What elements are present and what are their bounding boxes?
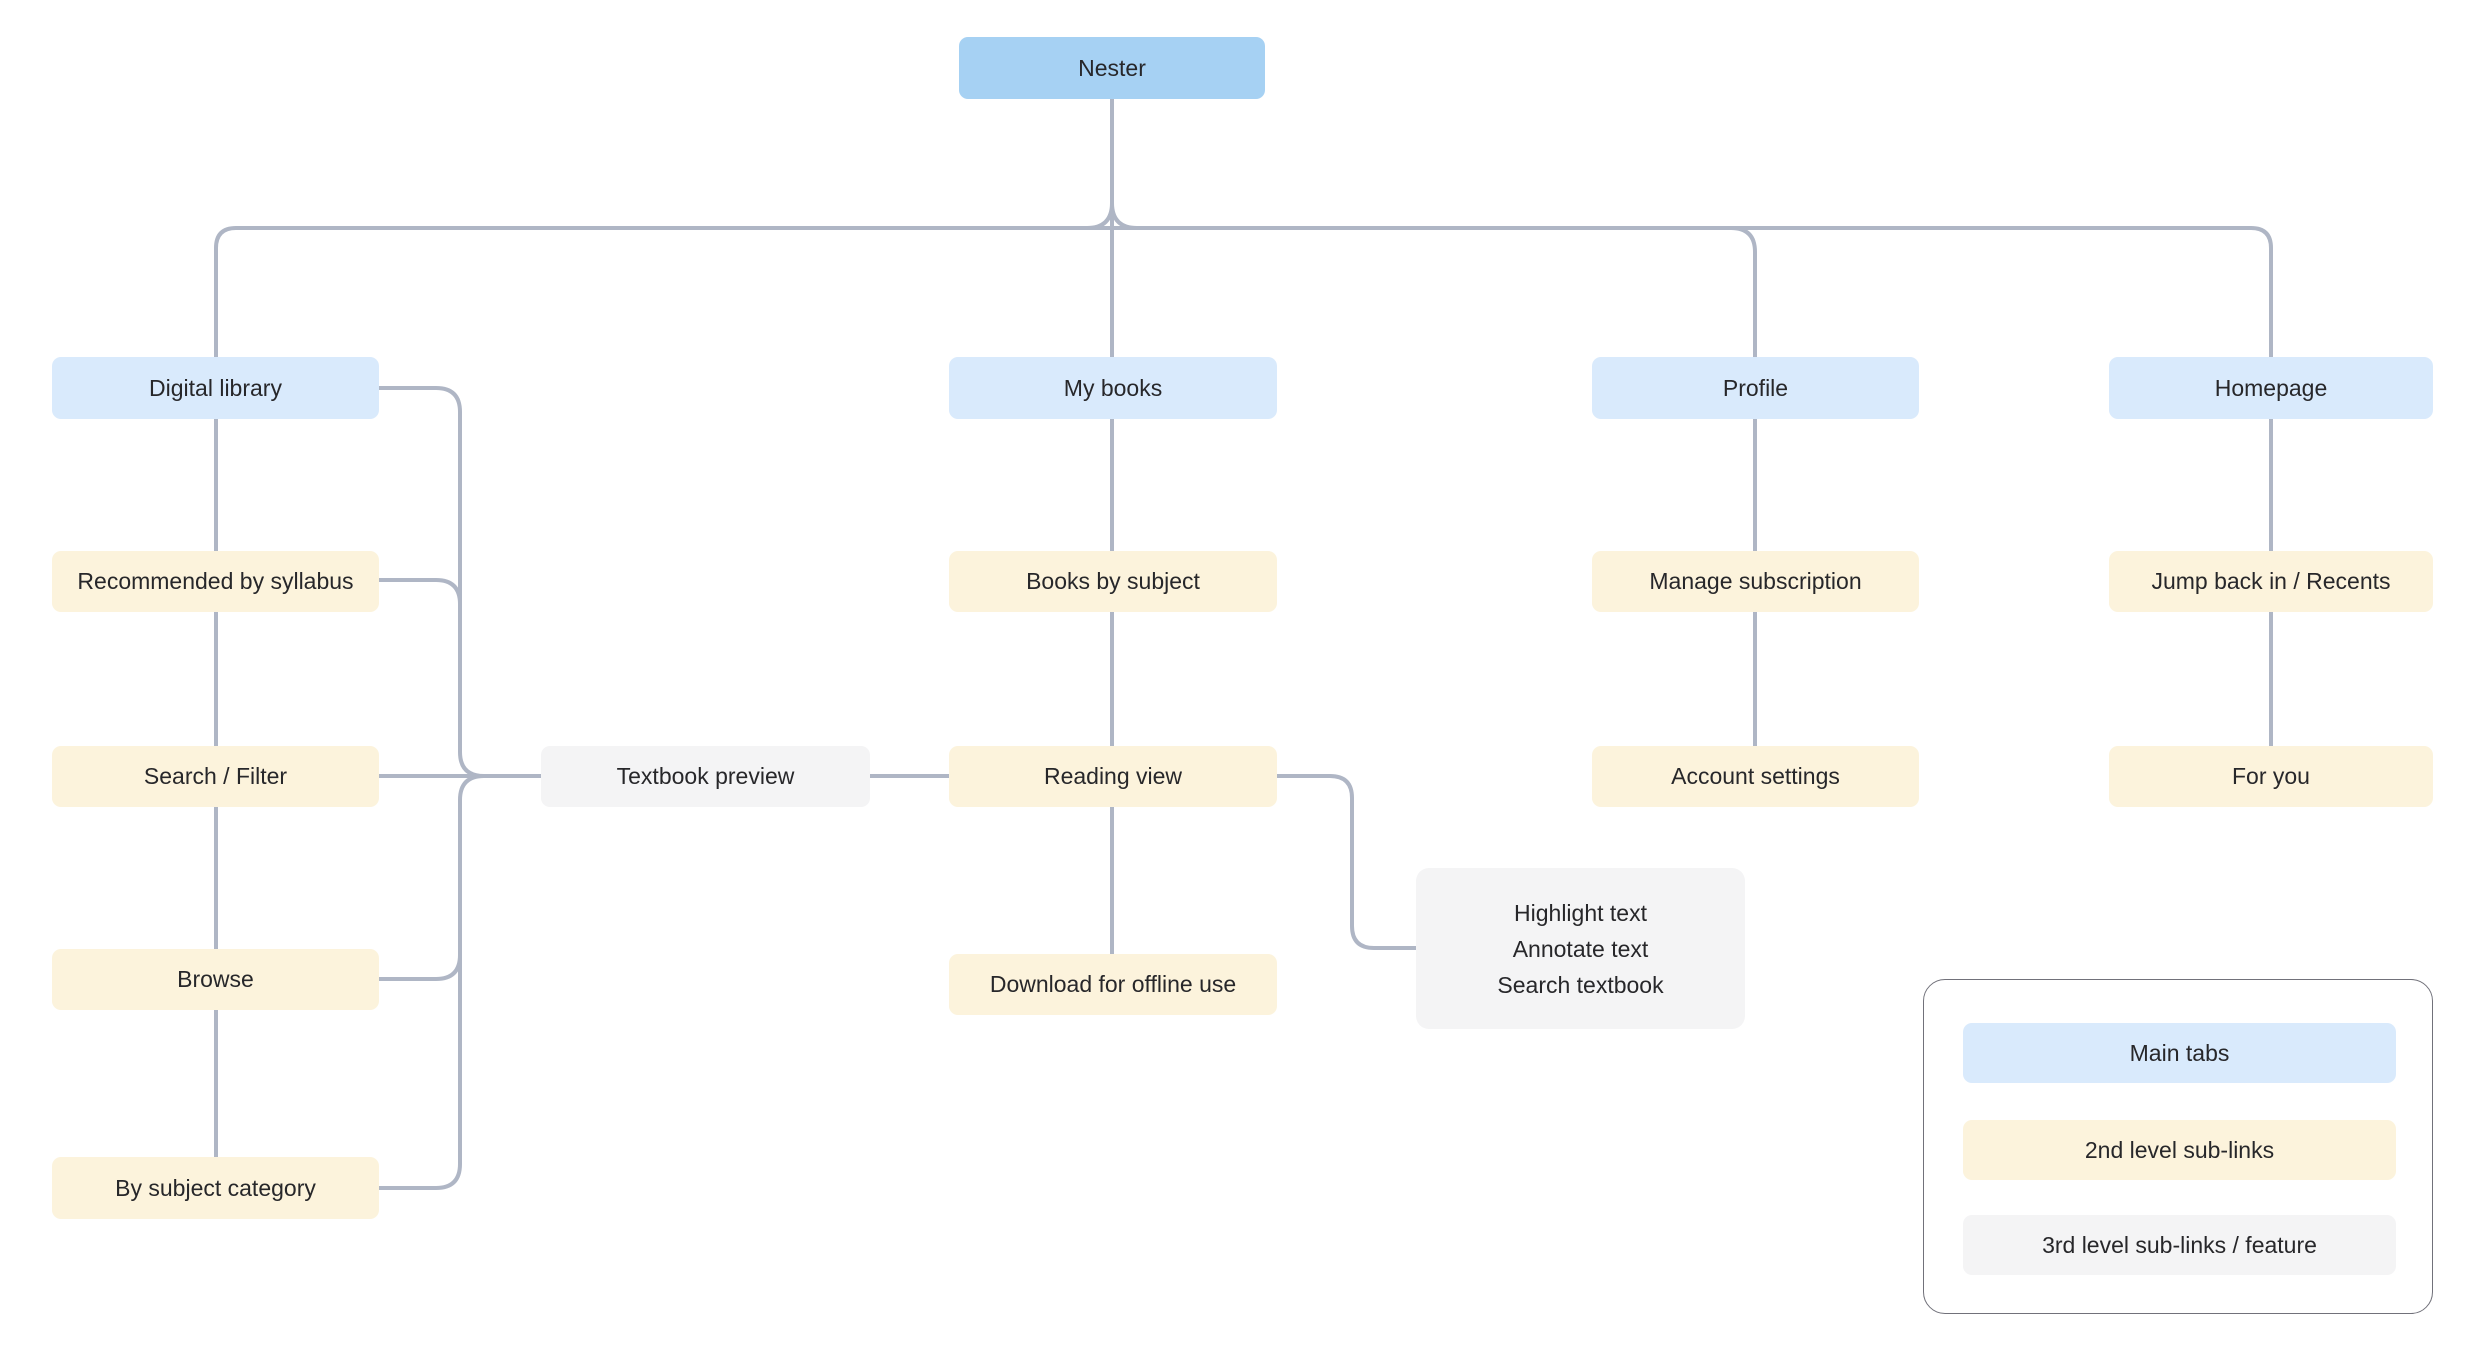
- node-label: Jump back in / Recents: [2151, 568, 2391, 594]
- node-label: Homepage: [2214, 374, 2328, 401]
- legend-label: Main tabs: [2129, 1039, 2230, 1066]
- node-label: Download for offline use: [989, 971, 1237, 997]
- node-label: Nester: [1078, 54, 1146, 81]
- node-label: Manage subscription: [1649, 568, 1862, 594]
- node-label: By subject category: [115, 1174, 316, 1201]
- node-feature-reading-tools[interactable]: Highlight text Annotate text Search text…: [1416, 868, 1745, 1029]
- feature-line-search-textbook: Search textbook: [1497, 971, 1664, 998]
- connector-bracket-upper: [377, 386, 486, 778]
- node-label: Profile: [1722, 374, 1789, 401]
- legend-item-main-tabs[interactable]: Main tabs: [1963, 1023, 2396, 1083]
- connector-root-flare-left: [1085, 201, 1114, 230]
- node-sublink-by-subject-category[interactable]: By subject category: [52, 1157, 379, 1219]
- node-label: Reading view: [1043, 763, 1183, 789]
- node-label: Textbook preview: [616, 763, 795, 789]
- node-sublink-manage-subscription[interactable]: Manage subscription: [1592, 551, 1919, 612]
- connector-root-flare-right: [1110, 201, 1139, 230]
- node-label: Browse: [177, 966, 254, 992]
- node-tab-my-books[interactable]: My books: [949, 357, 1277, 419]
- node-label: Recommended by syllabus: [77, 568, 354, 594]
- connector-bracket-lower: [377, 774, 486, 1190]
- node-sublink-for-you[interactable]: For you: [2109, 746, 2433, 807]
- legend: Main tabs 2nd level sub-links 3rd level …: [1923, 979, 2433, 1314]
- legend-label: 2nd level sub-links: [2084, 1136, 2275, 1163]
- node-label: For you: [2232, 763, 2310, 789]
- node-nester-root[interactable]: Nester: [959, 37, 1265, 99]
- connector-bracket-browse: [377, 953, 462, 981]
- legend-label: 3rd level sub-links / feature: [2042, 1231, 2317, 1258]
- node-sublink-search-filter[interactable]: Search / Filter: [52, 746, 379, 807]
- feature-line-annotate-text: Annotate text: [1512, 935, 1649, 962]
- node-sublink-download-offline[interactable]: Download for offline use: [949, 954, 1277, 1015]
- node-feature-textbook-preview[interactable]: Textbook preview: [541, 746, 870, 807]
- node-label: Books by subject: [1026, 568, 1200, 594]
- legend-item-third-level[interactable]: 3rd level sub-links / feature: [1963, 1215, 2396, 1275]
- node-tab-homepage[interactable]: Homepage: [2109, 357, 2433, 419]
- connector-branch-profile: [1729, 226, 1757, 359]
- connector-readingview-tools: [1275, 774, 1418, 950]
- node-sublink-browse[interactable]: Browse: [52, 949, 379, 1010]
- node-label: Digital library: [149, 374, 282, 401]
- connector-bracket-recommended: [377, 578, 462, 606]
- node-sublink-books-by-subject[interactable]: Books by subject: [949, 551, 1277, 612]
- node-sublink-reading-view[interactable]: Reading view: [949, 746, 1277, 807]
- node-sublink-account-settings[interactable]: Account settings: [1592, 746, 1919, 807]
- node-label: Search / Filter: [143, 763, 288, 789]
- node-tab-digital-library[interactable]: Digital library: [52, 357, 379, 419]
- connector-branch-bar: [214, 226, 2273, 359]
- node-sublink-recommended-by-syllabus[interactable]: Recommended by syllabus: [52, 551, 379, 612]
- feature-line-highlight-text: Highlight text: [1514, 899, 1647, 926]
- node-tab-profile[interactable]: Profile: [1592, 357, 1919, 419]
- node-sublink-jump-back-in[interactable]: Jump back in / Recents: [2109, 551, 2433, 612]
- legend-item-second-level[interactable]: 2nd level sub-links: [1963, 1120, 2396, 1180]
- node-label: Account settings: [1671, 763, 1840, 789]
- node-label: My books: [1063, 374, 1163, 401]
